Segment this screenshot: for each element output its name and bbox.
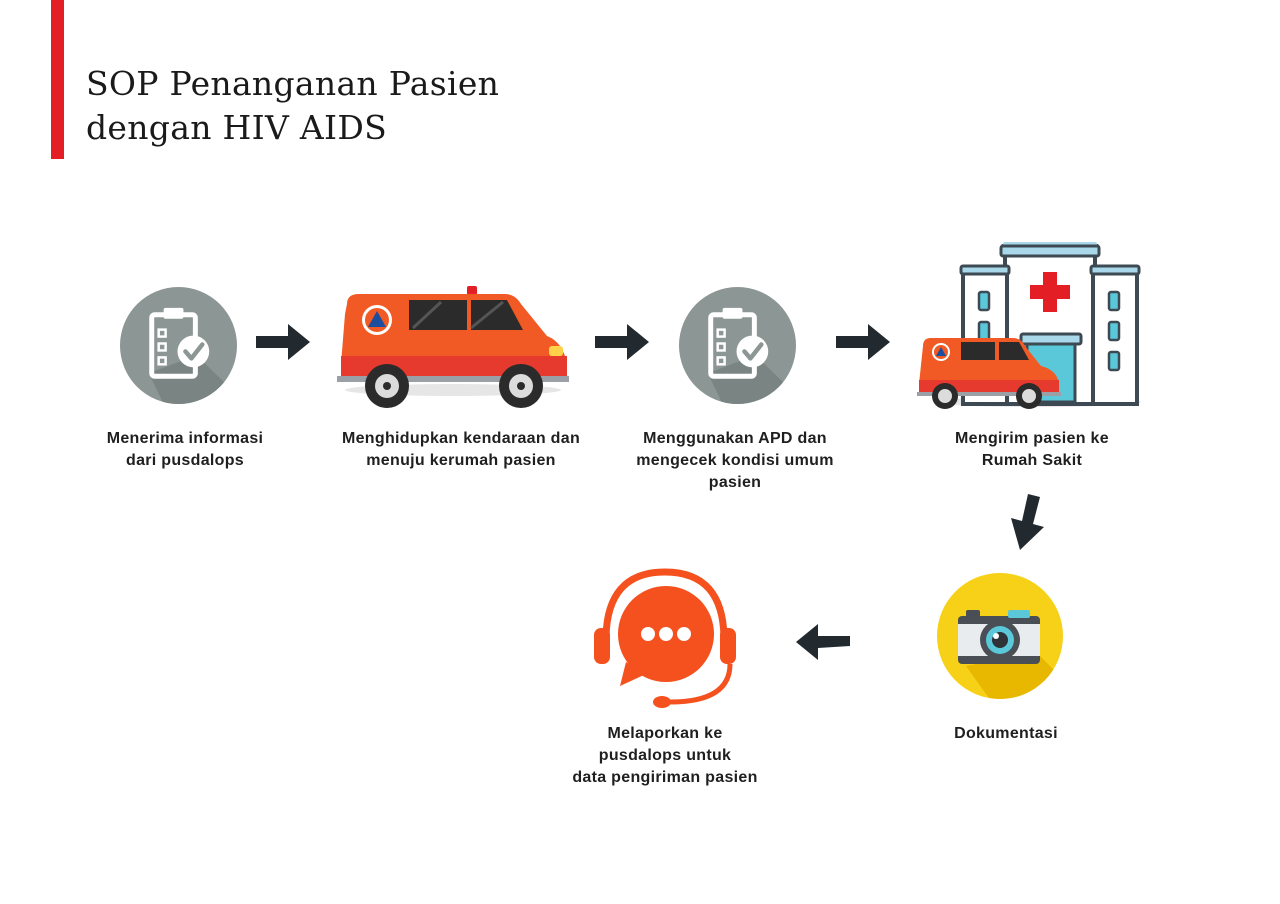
step-label-2: Menghidupkan kendaraan dan menuju keruma… xyxy=(326,428,596,472)
camera-icon xyxy=(936,572,1064,700)
step-3-line-3: pasien xyxy=(708,474,762,491)
clipboard-check-icon-2 xyxy=(678,286,797,405)
step-6-line-2: pusdalops untuk xyxy=(598,747,732,764)
step-4-line-2: Rumah Sakit xyxy=(981,452,1083,469)
step-label-5: Dokumentasi xyxy=(906,723,1106,745)
step-label-6: Melaporkan ke pusdalops untuk data pengi… xyxy=(550,723,780,789)
hospital-ambulance-icon xyxy=(917,242,1141,410)
ambulance-icon xyxy=(337,284,569,410)
step-label-1: Menerima informasi dari pusdalops xyxy=(70,428,300,472)
step-label-3: Menggunakan APD dan mengecek kondisi umu… xyxy=(620,428,850,494)
arrow-right-3 xyxy=(836,324,890,360)
step-2-line-1: Menghidupkan kendaraan dan xyxy=(341,430,581,447)
accent-bar xyxy=(51,0,64,159)
headset-chat-icon xyxy=(592,566,738,710)
clipboard-check-icon xyxy=(119,286,238,405)
title-line-2: dengan HIV AIDS xyxy=(86,108,388,147)
arrow-left xyxy=(796,624,850,660)
step-5-line-1: Dokumentasi xyxy=(954,725,1058,742)
step-2-line-2: menuju kerumah pasien xyxy=(366,452,556,469)
arrow-right-2 xyxy=(595,324,649,360)
step-4-line-1: Mengirim pasien ke xyxy=(955,430,1109,447)
page-title: SOP Penanganan Pasien dengan HIV AIDS xyxy=(86,62,499,150)
step-6-line-1: Melaporkan ke xyxy=(607,725,723,742)
step-3-line-2: mengecek kondisi umum xyxy=(636,452,834,469)
step-label-4: Mengirim pasien ke Rumah Sakit xyxy=(917,428,1147,472)
step-6-line-3: data pengiriman pasien xyxy=(572,769,758,786)
title-line-1: SOP Penanganan Pasien xyxy=(86,64,500,103)
step-1-line-2: dari pusdalops xyxy=(126,452,244,469)
arrow-right-1 xyxy=(256,324,310,360)
step-1-line-1: Menerima informasi xyxy=(106,430,264,447)
arrow-down xyxy=(1006,494,1048,550)
step-3-line-1: Menggunakan APD dan xyxy=(643,430,827,447)
